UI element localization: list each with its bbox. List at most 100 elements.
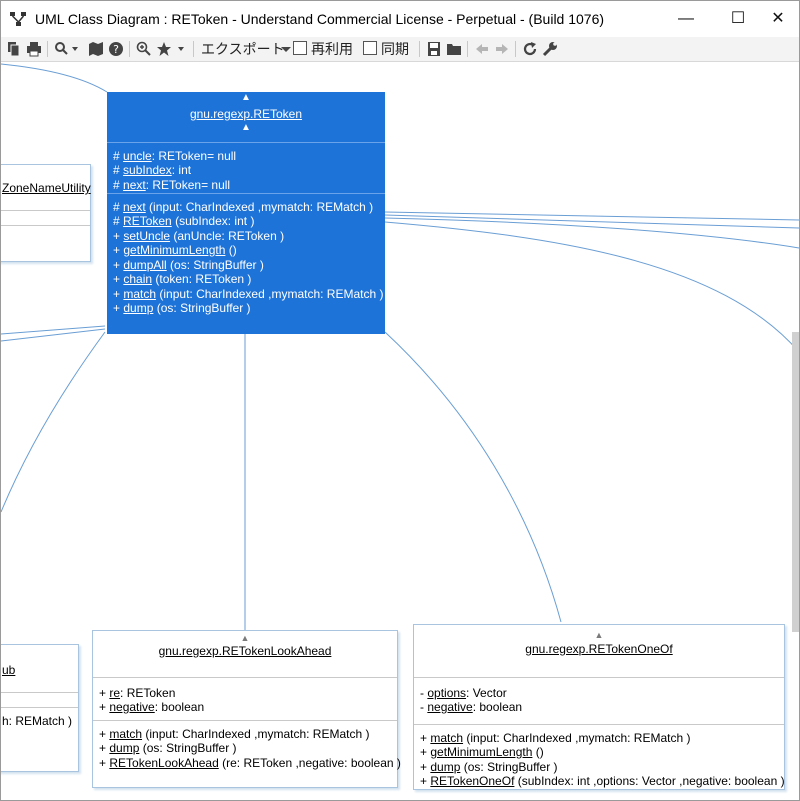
visibility-marker: - [420,700,424,714]
member-row[interactable]: # REToken (subIndex: int ) [113,214,385,229]
member-signature: : Vector [466,685,507,700]
up-triangle-icon: ▲ [241,121,251,133]
member-row[interactable]: + match (input: CharIndexed ,mymatch: RE… [420,731,784,746]
member-signature: (re: REToken ,negative: boolean ) [218,755,401,770]
member-signature: : REToken= null [151,148,237,163]
member-row[interactable]: + getMinimumLength () [420,745,784,760]
folder-icon[interactable] [445,39,463,59]
member-name: REToken [123,214,172,228]
member-signature: (os: StringBuffer ) [153,301,251,315]
member-name: dump [123,301,154,315]
class-retokenoneof[interactable]: ▲ gnu.regexp.RETokenOneOf - options: Vec… [413,624,785,790]
class-retoken[interactable]: ▲ gnu.regexp.REToken ▲ # uncle: REToken=… [107,92,385,334]
member-signature: () [532,745,544,759]
member-row[interactable]: + negative: boolean [99,700,397,715]
member-name: subIndex [123,163,172,177]
member-row[interactable]: + dump (os: StringBuffer ) [113,301,385,316]
operation-fragment: h: REMatch ) [2,713,73,728]
visibility-marker: # [113,148,120,163]
member-name: RETokenOneOf [430,774,515,788]
print-icon[interactable] [25,39,43,59]
member-name: uncle [123,148,152,163]
class-sub-partial[interactable]: ub h: REMatch ) [1,644,79,772]
member-row[interactable]: + dump (os: StringBuffer ) [420,760,784,775]
member-signature: : REToken= null [145,177,231,192]
member-signature: (anUncle: REToken ) [170,228,285,243]
visibility-marker: + [99,726,107,741]
member-signature: (input: CharIndexed ,mymatch: REMatch ) [156,286,384,301]
vertical-scrollbar[interactable] [792,332,799,632]
member-signature: (subIndex: int ,options: Vector ,negativ… [514,774,785,788]
member-row[interactable]: + RETokenLookAhead (re: REToken ,negativ… [99,756,401,771]
sync-checkbox[interactable] [363,41,377,55]
zoom-icon[interactable] [135,39,153,59]
compartment-divider [93,676,397,678]
member-signature: (os: StringBuffer ) [460,759,558,774]
export-menu[interactable]: エクスポート [201,41,285,57]
map-icon[interactable] [87,39,105,59]
member-name: re [109,685,121,700]
favorite-star-icon[interactable] [155,39,189,59]
class-name: ZoneNameUtility [2,181,91,195]
toolbar-separator [47,41,48,57]
member-row[interactable]: + match (input: CharIndexed ,mymatch: RE… [99,727,397,742]
save-icon[interactable] [425,39,443,59]
visibility-marker: + [113,243,121,257]
reuse-checkbox[interactable] [293,41,307,55]
visibility-marker: + [99,685,107,700]
compartment-divider [1,706,78,708]
compartment-divider [93,719,397,721]
wrench-icon[interactable] [541,39,559,59]
member-signature: (os: StringBuffer ) [166,257,264,272]
forward-arrow-icon[interactable] [493,39,511,59]
member-row[interactable]: + RETokenOneOf (subIndex: int ,options: … [420,774,785,789]
member-name: next [123,199,146,214]
close-button[interactable]: ✕ [771,10,785,27]
operations-compartment: + match (input: CharIndexed ,mymatch: RE… [93,721,401,771]
member-row[interactable]: + dump (os: StringBuffer ) [99,741,397,756]
member-row[interactable]: + setUncle (anUncle: REToken ) [113,229,385,244]
visibility-marker: + [99,700,107,714]
sync-label: 同期 [381,41,409,57]
member-row[interactable]: # next: REToken= null [113,178,385,193]
member-row[interactable]: + match (input: CharIndexed ,mymatch: RE… [113,287,385,302]
member-row[interactable]: - negative: boolean [420,700,784,715]
up-triangle-icon: ▲ [240,633,250,643]
member-row[interactable]: + getMinimumLength () [113,243,385,258]
member-row[interactable]: + dumpAll (os: StringBuffer ) [113,258,385,273]
compartment-divider [107,141,385,143]
visibility-marker: + [420,759,428,774]
member-name: setUncle [123,228,171,243]
attributes-compartment: - options: Vector- negative: boolean [414,678,784,724]
member-row[interactable]: # next (input: CharIndexed ,mymatch: REM… [113,200,385,215]
member-name: dump [109,741,140,755]
visibility-marker: + [113,228,121,243]
member-row[interactable]: + chain (token: REToken ) [113,272,385,287]
attributes-compartment: # uncle: REToken= null# subIndex: int# n… [107,143,385,193]
attributes-compartment: + re: REToken+ negative: boolean [93,678,397,720]
refresh-icon[interactable] [521,39,539,59]
minimize-button[interactable]: — [678,10,694,27]
diagram-canvas[interactable]: ZoneNameUtility ▲ gnu.regexp.REToken ▲ #… [1,62,799,800]
visibility-marker: # [113,214,120,228]
member-signature: (input: CharIndexed ,mymatch: REMatch ) [142,726,370,741]
member-row[interactable]: # uncle: REToken= null [113,149,385,164]
copy-icon[interactable] [5,39,23,59]
member-row[interactable]: # subIndex: int [113,163,385,178]
help-icon[interactable]: ? [107,39,125,59]
visibility-marker: + [113,272,121,286]
back-arrow-icon[interactable] [473,39,491,59]
member-row[interactable]: + re: REToken [99,686,397,701]
member-name: getMinimumLength [430,745,533,759]
search-icon[interactable] [53,39,83,59]
toolbar-separator [467,41,468,57]
member-row[interactable]: - options: Vector [420,686,784,701]
chevron-down-icon[interactable] [279,39,293,59]
member-signature: () [225,243,237,257]
visibility-marker: + [113,286,121,301]
class-retokenlookahead[interactable]: ▲ gnu.regexp.RETokenLookAhead + re: RETo… [92,630,401,788]
maximize-button[interactable]: ☐ [730,10,746,27]
class-zonenameutility[interactable]: ZoneNameUtility [1,164,91,262]
member-signature: : boolean [472,700,523,714]
